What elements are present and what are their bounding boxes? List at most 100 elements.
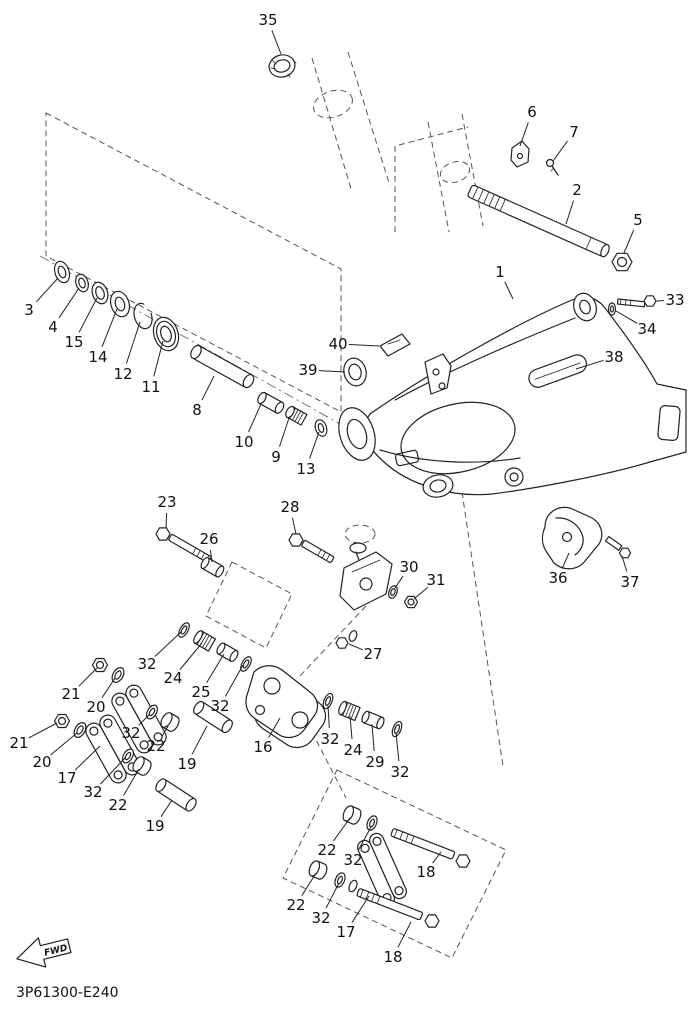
cover-part-22-bottom-upper — [342, 805, 362, 825]
callout-8-14: 8 — [192, 401, 202, 419]
callout-40-18: 40 — [328, 335, 347, 353]
seal-part-39 — [343, 357, 367, 387]
callout-38-20: 38 — [604, 348, 623, 366]
screw-part-7 — [545, 158, 559, 176]
washer-part-32-left-lower — [121, 748, 135, 764]
callout-22-36: 22 — [146, 737, 165, 755]
bolt-part-37 — [604, 535, 632, 559]
leader-line-22-51 — [301, 872, 317, 896]
shaft-part-8 — [190, 344, 255, 389]
plate-part-40 — [379, 333, 411, 357]
collar-part-25 — [216, 642, 239, 663]
leader-line-16-42 — [268, 717, 281, 738]
collar-part-19-upper — [193, 700, 233, 734]
bolt-part-23 — [155, 527, 212, 564]
leader-line-32-32 — [224, 664, 244, 697]
washer-part-32-bottom-upper — [366, 815, 378, 831]
leader-line-31-27 — [413, 586, 429, 600]
callout-20-38: 20 — [32, 753, 51, 771]
callout-22-51: 22 — [286, 896, 305, 914]
relay-arm-part-16 — [245, 665, 327, 749]
leader-line-8-14 — [201, 375, 215, 401]
nut-part-5 — [611, 252, 633, 272]
leader-line-24-46 — [349, 715, 353, 740]
leader-line-36-21 — [561, 552, 570, 569]
leader-line-9-16 — [279, 417, 290, 447]
washer-part-20-lower — [73, 722, 87, 738]
callout-32-32: 32 — [210, 697, 229, 715]
callout-25-31: 25 — [191, 683, 210, 701]
callout-15-10: 15 — [64, 333, 83, 351]
callout-10-15: 10 — [234, 433, 253, 451]
chain-end-part-36 — [541, 506, 603, 570]
cap-part-35 — [268, 54, 297, 78]
cover-part-38 — [528, 354, 587, 388]
callout-19-43: 19 — [177, 755, 196, 773]
leader-line-32-52 — [325, 882, 340, 909]
leader-line-26-24 — [209, 549, 213, 563]
callout-34-7: 34 — [637, 320, 656, 338]
leader-line-30-26 — [394, 575, 404, 589]
nut-part-21-lower — [53, 713, 71, 729]
part-code: 3P61300-E240 — [16, 985, 119, 1001]
leader-line-7-2 — [552, 140, 568, 162]
washer-part-32-left-upper — [145, 704, 159, 720]
bearing-part-11 — [152, 316, 180, 352]
leader-line-34-7 — [615, 310, 638, 324]
callout-32-45: 32 — [320, 730, 339, 748]
callout-32-35: 32 — [121, 724, 140, 742]
leader-line-38-20 — [575, 359, 604, 370]
callout-32-52: 32 — [311, 909, 330, 927]
leader-line-17-39 — [74, 745, 101, 771]
callout-36-21: 36 — [548, 569, 567, 587]
washer-part-4 — [75, 273, 89, 293]
ring-part-32-d — [391, 720, 403, 738]
leader-line-11-13 — [153, 340, 164, 377]
ring-part-32-c — [322, 692, 334, 710]
callout-4-9: 4 — [48, 318, 58, 336]
bearing-part-14 — [109, 290, 131, 318]
ring-part-32-b — [240, 656, 252, 672]
seal-part-15 — [91, 281, 109, 305]
washer-part-3 — [53, 260, 71, 284]
callout-21-37: 21 — [9, 734, 28, 752]
callout-30-26: 30 — [399, 558, 418, 576]
callout-9-16: 9 — [271, 448, 281, 466]
washer-part-34 — [607, 302, 617, 316]
callout-23-23: 23 — [157, 493, 176, 511]
bolt-part-28 — [288, 533, 335, 564]
leader-line-32-45 — [327, 705, 330, 729]
collar-part-26 — [200, 556, 225, 578]
callout-7-2: 7 — [569, 123, 579, 141]
leader-line-22-41 — [123, 768, 140, 796]
leader-line-12-12 — [125, 321, 141, 364]
callout-37-22: 37 — [620, 573, 639, 591]
collar-part-29 — [361, 710, 385, 730]
callout-32-29: 32 — [137, 655, 156, 673]
leader-line-10-15 — [248, 403, 262, 433]
bolt-part-18-lower — [356, 888, 440, 928]
bushing-part-24-a — [193, 630, 217, 652]
leader-line-22-49 — [332, 817, 351, 842]
callout-18-55: 18 — [383, 948, 402, 966]
leader-line-2-3 — [565, 200, 575, 225]
callout-26-24: 26 — [199, 530, 218, 548]
callout-32-50: 32 — [343, 851, 362, 869]
leader-line-24-30 — [179, 642, 203, 670]
leader-line-22-36 — [161, 725, 169, 737]
callout-20-34: 20 — [86, 698, 105, 716]
washer-part-13 — [314, 419, 328, 437]
callout-14-11: 14 — [88, 348, 107, 366]
callout-16-42: 16 — [253, 738, 272, 756]
callout-24-30: 24 — [163, 669, 182, 687]
collar-part-19-lower — [155, 778, 197, 812]
callout-22-41: 22 — [108, 796, 127, 814]
leader-line-18-55 — [397, 921, 412, 948]
leader-line-3-8 — [36, 277, 59, 303]
leader-line-32-35 — [138, 714, 150, 726]
callout-6-1: 6 — [527, 103, 537, 121]
leader-line-21-37 — [28, 722, 58, 739]
